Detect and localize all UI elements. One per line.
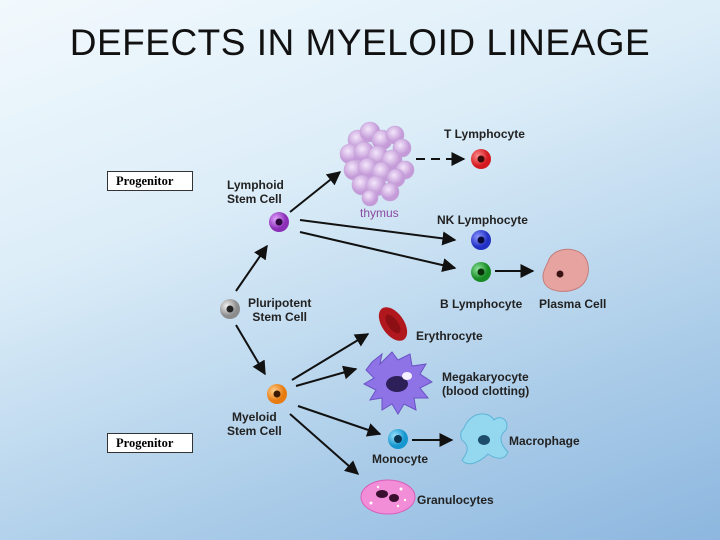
lineage-arrows: [235, 152, 535, 475]
myeloid-label-line2: Stem Cell: [227, 424, 282, 438]
lymphoid-stem-cell-label: Lymphoid Stem Cell: [227, 178, 284, 206]
erythrocyte-label: Erythrocyte: [416, 329, 483, 343]
plasma-cell: [542, 248, 589, 292]
progenitor-label-bottom: Progenitor: [107, 433, 193, 453]
arrow-myeloid-to-megakaryocyte: [295, 365, 358, 387]
arrow-lymphoid-to-thymus: [289, 171, 342, 213]
megakaryocyte-label-line1: Megakaryocyte: [442, 370, 529, 384]
pluripotent-label-line2: Stem Cell: [252, 310, 307, 324]
b-lymphocyte-cell: [471, 262, 491, 282]
progenitor-label-top: Progenitor: [107, 171, 193, 191]
arrow-myeloid-to-erythrocyte: [291, 333, 370, 381]
b-lymphocyte-label: B Lymphocyte: [440, 297, 523, 311]
lymphoid-stem-cell: [269, 212, 289, 232]
nk-lymphocyte-label: NK Lymphocyte: [437, 213, 528, 227]
arrow-lymphoid-to-b: [299, 231, 457, 272]
t-lymphocyte-label: T Lymphocyte: [444, 127, 525, 141]
page-title: DEFECTS IN MYELOID LINEAGE: [69, 22, 651, 63]
lymphoid-label-line1: Lymphoid: [227, 178, 284, 192]
megakaryocyte-label-line2: (blood clotting): [442, 384, 530, 398]
pluripotent-stem-cell: [220, 299, 240, 319]
arrow-lymphoid-to-nk: [299, 219, 457, 246]
granulocytes-label: Granulocytes: [417, 493, 494, 507]
pluripotent-label-line1: Pluripotent: [248, 296, 312, 310]
macrophage-cell: [460, 413, 509, 465]
monocyte-label: Monocyte: [372, 452, 429, 466]
myeloid-label-line1: Myeloid: [232, 410, 277, 424]
thymus-label: thymus: [360, 206, 399, 220]
arrow-pluripotent-to-myeloid: [235, 324, 266, 376]
lymphoid-label-line2: Stem Cell: [227, 192, 282, 206]
myeloid-stem-cell: [267, 384, 287, 404]
myeloid-stem-cell-label: Myeloid Stem Cell: [227, 410, 282, 438]
thymus-organ: [339, 121, 415, 207]
arrow-myeloid-to-monocyte: [297, 405, 382, 437]
megakaryocyte-cell: [362, 351, 433, 415]
arrow-pluripotent-to-lymphoid: [235, 244, 268, 292]
arrow-myeloid-to-granulocyte: [289, 413, 360, 475]
macrophage-label: Macrophage: [509, 434, 580, 448]
megakaryocyte-label: Megakaryocyte (blood clotting): [442, 370, 529, 398]
erythrocyte-cell: [378, 307, 408, 341]
nk-lymphocyte-cell: [471, 230, 491, 250]
pluripotent-stem-cell-label: Pluripotent Stem Cell: [248, 296, 311, 324]
granulocyte-cell: [360, 479, 416, 515]
t-lymphocyte-cell: [471, 149, 491, 169]
plasma-cell-label: Plasma Cell: [539, 297, 607, 311]
monocyte-cell: [388, 429, 408, 449]
